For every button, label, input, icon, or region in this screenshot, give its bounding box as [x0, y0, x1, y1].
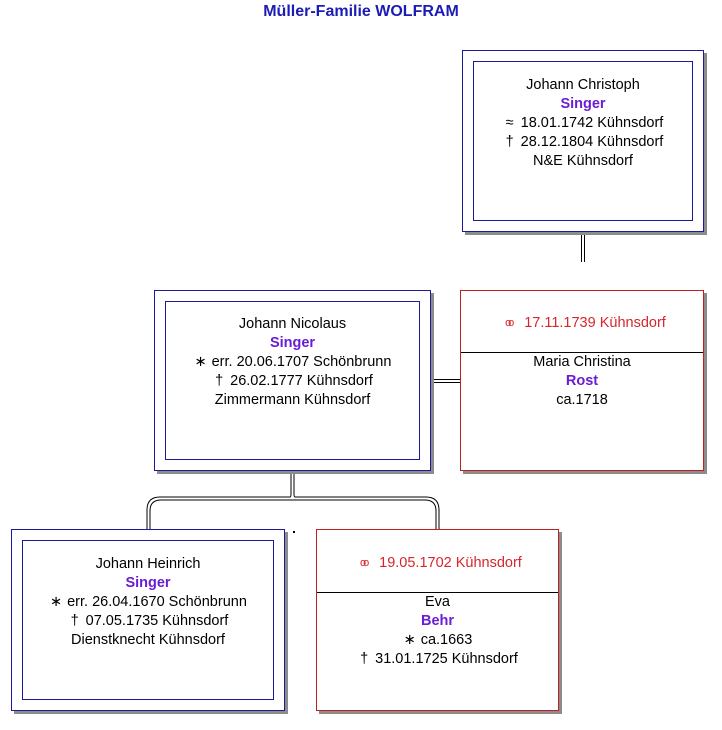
death-line: † 26.02.1777 Kühnsdorf: [155, 372, 430, 391]
death-line: † 28.12.1804 Kühnsdorf: [463, 133, 703, 152]
surname: Singer: [125, 575, 171, 591]
death-line: † 07.05.1735 Kühnsdorf: [12, 612, 284, 631]
marriage-date: 19.05.1702 Kühnsdorf: [379, 555, 522, 571]
death-cross-icon: †: [360, 651, 369, 667]
person-card-johann-nicolaus[interactable]: Johann Nicolaus Singer ∗err. 20.06.1707 …: [154, 290, 431, 471]
surname: Behr: [420, 613, 455, 629]
marriage-date: 17.11.1739 Kühnsdorf: [524, 315, 666, 331]
card-divider: [317, 592, 558, 593]
occupation: Zimmermann Kühnsdorf: [214, 392, 371, 408]
marriage-rings-icon: oo: [360, 557, 369, 569]
death-date: 28.12.1804 Kühnsdorf: [520, 134, 664, 150]
card-inner-frame: [473, 61, 693, 221]
card-inner-frame: [165, 301, 420, 460]
marriage-rings-icon: oo: [505, 317, 514, 329]
birth-star-icon: ∗: [194, 354, 207, 370]
death-date: 31.01.1725 Kühnsdorf: [375, 651, 518, 667]
given-name: Johann Christoph: [526, 77, 640, 93]
surname: Singer: [560, 96, 606, 112]
marriage-line: oo 19.05.1702 Kühnsdorf: [317, 555, 558, 571]
surname: Singer: [269, 335, 316, 351]
person-card-johann-christoph[interactable]: Johann Christoph Singer ≈18.01.1742 Kühn…: [462, 50, 704, 232]
person-card-eva[interactable]: oo 19.05.1702 Kühnsdorf Eva Behr ∗ca.1663…: [316, 529, 559, 711]
birth-line: ∗err. 20.06.1707 Schönbrunn: [155, 353, 430, 372]
occupation: Dienstknecht Kühnsdorf: [71, 632, 225, 648]
occupation: N&E Kühnsdorf: [533, 153, 633, 169]
death-cross-icon: †: [70, 613, 79, 629]
given-name: Maria Christina: [533, 354, 631, 370]
birth-date: err. 20.06.1707 Schönbrunn: [211, 354, 392, 370]
person-info: Johann Heinrich Singer ∗err. 26.04.1670 …: [12, 555, 284, 650]
baptism-line: ≈18.01.1742 Kühnsdorf: [463, 114, 703, 133]
death-cross-icon: †: [505, 134, 514, 150]
birth-line: ∗ca.1663: [317, 631, 558, 650]
death-date: 26.02.1777 Kühnsdorf: [230, 373, 373, 389]
birth-date: ca.1663: [420, 632, 473, 648]
person-info: Johann Christoph Singer ≈18.01.1742 Kühn…: [463, 76, 703, 171]
person-info: Eva Behr ∗ca.1663 † 31.01.1725 Kühnsdorf: [317, 593, 558, 669]
birth-date: err. 26.04.1670 Schönbrunn: [67, 594, 247, 610]
birth-line: ∗err. 26.04.1670 Schönbrunn: [12, 593, 284, 612]
baptism-icon: ≈: [505, 115, 514, 131]
person-card-johann-heinrich[interactable]: Johann Heinrich Singer ∗err. 26.04.1670 …: [11, 529, 285, 711]
given-name: Johann Heinrich: [95, 556, 201, 572]
birth-star-icon: ∗: [403, 632, 416, 648]
person-info: Johann Nicolaus Singer ∗err. 20.06.1707 …: [155, 315, 430, 410]
death-cross-icon: †: [215, 373, 224, 389]
birth-star-icon: ∗: [50, 594, 63, 610]
given-name: Eva: [425, 594, 450, 610]
chart-title: Müller-Familie WOLFRAM: [263, 3, 459, 20]
card-divider: [461, 352, 703, 353]
baptism-date: 18.01.1742 Kühnsdorf: [520, 115, 664, 131]
birth-date: ca.1718: [556, 392, 608, 408]
person-card-maria-christina[interactable]: oo 17.11.1739 Kühnsdorf Maria Christina R…: [460, 290, 704, 471]
death-line: † 31.01.1725 Kühnsdorf: [317, 650, 558, 669]
marriage-line: oo 17.11.1739 Kühnsdorf: [461, 315, 703, 331]
death-date: 07.05.1735 Kühnsdorf: [85, 613, 229, 629]
given-name: Johann Nicolaus: [238, 316, 347, 332]
card-inner-frame: [22, 540, 274, 700]
person-info: Maria Christina Rost ca.1718: [461, 353, 703, 410]
surname: Rost: [565, 373, 599, 389]
